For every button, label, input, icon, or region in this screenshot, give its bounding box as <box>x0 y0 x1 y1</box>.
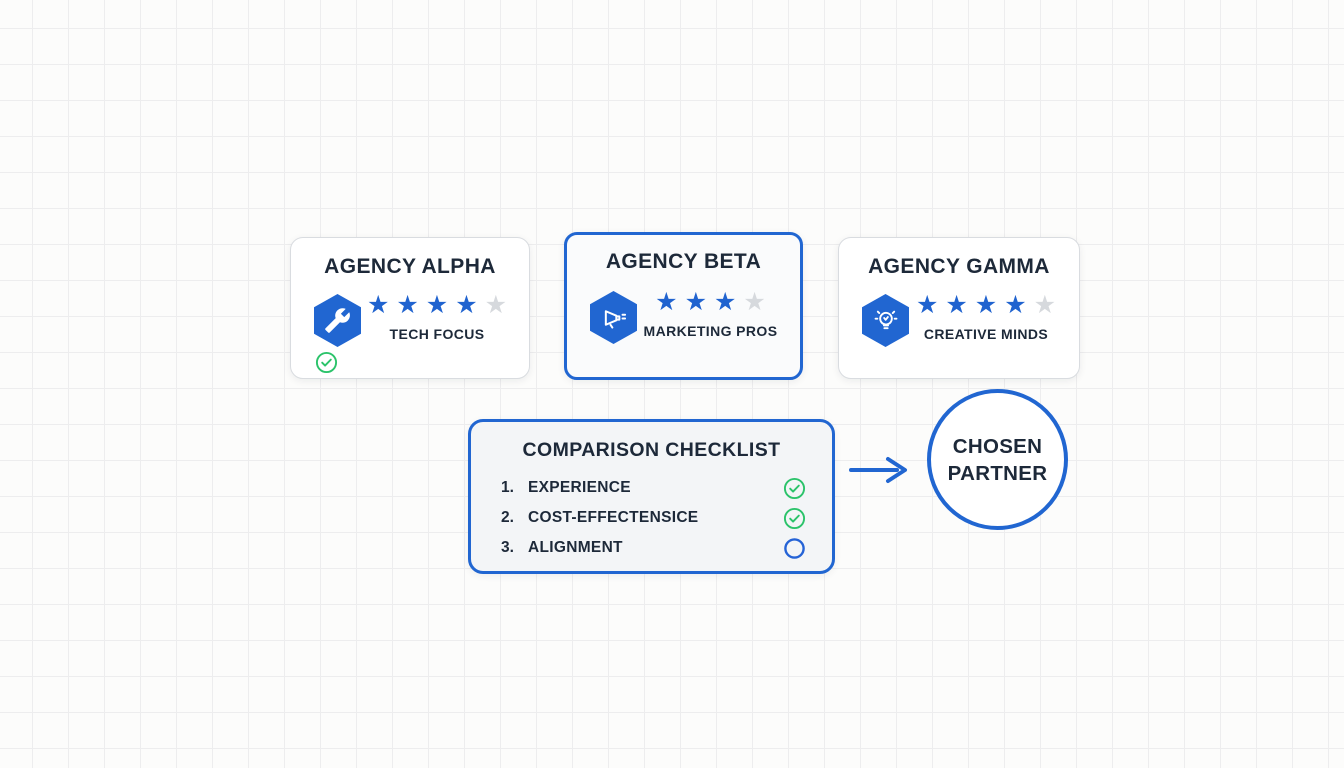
star-empty-icon: ★ <box>743 288 766 316</box>
check-circle-icon <box>783 477 806 500</box>
star-filled-icon: ★ <box>655 288 678 316</box>
agency-name: AGENCY ALPHA <box>324 255 496 278</box>
star-filled-icon: ★ <box>1004 291 1027 319</box>
star-filled-icon: ★ <box>974 291 998 319</box>
star-empty-icon: ★ <box>484 291 508 319</box>
comparison-checklist-panel[interactable]: COMPARISON CHECKLIST 1. EXPERIENCE 2. CO… <box>468 419 835 574</box>
agency-card-gamma[interactable]: AGENCY GAMMA ★★★★★ CREATIVE MINDS <box>838 237 1080 379</box>
star-filled-icon: ★ <box>396 291 419 319</box>
star-filled-icon: ★ <box>425 291 449 319</box>
star-filled-icon: ★ <box>366 291 390 319</box>
agency-tagline: MARKETING PROS <box>643 323 778 339</box>
item-number: 2. <box>501 509 514 526</box>
lightbulb-icon <box>862 294 909 347</box>
star-rating: ★★★★★ <box>905 289 1067 325</box>
checklist-items: 1. EXPERIENCE 2. COST-EFFECTENSICE 3. AL… <box>471 473 832 563</box>
agency-card-alpha[interactable]: AGENCY ALPHA ★★★★★ TECH FOCUS <box>290 237 530 379</box>
agency-tagline: CREATIVE MINDS <box>923 326 1049 342</box>
agency-name: AGENCY GAMMA <box>868 255 1050 278</box>
rating-block: ★★★★★ CREATIVE MINDS <box>905 289 1067 342</box>
item-label: ALIGNMENT <box>528 539 623 556</box>
arrow-right-icon <box>848 450 914 495</box>
result-text-line2: PARTNER <box>947 461 1048 485</box>
check-circle-icon <box>783 507 806 530</box>
agency-card-beta[interactable]: AGENCY BETA ★★★★ MARKETING PROS <box>564 232 803 380</box>
star-filled-icon: ★ <box>915 291 939 319</box>
item-label: EXPERIENCE <box>528 479 631 496</box>
megaphone-icon <box>590 291 637 344</box>
rating-block: ★★★★ MARKETING PROS <box>633 286 788 339</box>
star-filled-icon: ★ <box>714 288 737 316</box>
star-rating: ★★★★ <box>633 286 788 322</box>
agency-name: AGENCY BETA <box>605 250 762 273</box>
checklist-item: 2. COST-EFFECTENSICE <box>471 503 832 533</box>
wrench-icon <box>314 294 361 347</box>
star-empty-icon: ★ <box>1033 291 1057 319</box>
star-filled-icon: ★ <box>455 291 478 319</box>
checklist-item: 1. EXPERIENCE <box>471 473 832 503</box>
agency-tagline: TECH FOCUS <box>389 326 485 342</box>
result-text-line1: CHOSEN <box>952 434 1043 458</box>
checklist-title: COMPARISON CHECKLIST <box>522 439 781 461</box>
rating-block: ★★★★★ TECH FOCUS <box>357 289 517 342</box>
checklist-item: 3. ALIGNMENT <box>471 533 832 563</box>
chosen-partner-node[interactable]: CHOSEN PARTNER <box>927 389 1068 530</box>
star-filled-icon: ★ <box>684 288 707 316</box>
item-number: 3. <box>501 539 514 556</box>
item-number: 1. <box>501 479 514 496</box>
star-rating: ★★★★★ <box>357 289 517 325</box>
item-label: COST-EFFECTENSICE <box>528 509 699 526</box>
check-circle-icon <box>315 351 338 374</box>
empty-circle-icon <box>783 537 806 560</box>
star-filled-icon: ★ <box>945 291 968 319</box>
